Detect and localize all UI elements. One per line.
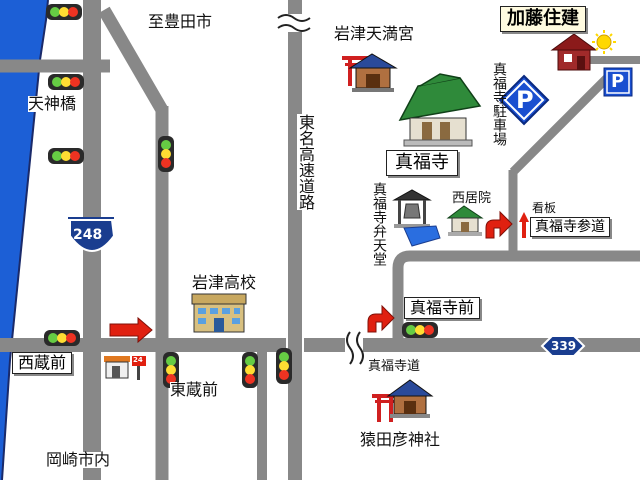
route-arrow-icon	[367, 304, 395, 333]
pond-icon	[403, 225, 441, 247]
store-number: 24	[133, 356, 143, 364]
school-icon	[191, 293, 247, 333]
company-name: 加藤住建	[500, 6, 586, 32]
label-tenjinbashi: 天神橋	[28, 94, 77, 113]
label-shinpukuji-parking: 真福寺駐車場	[491, 62, 507, 146]
bell-tower-icon	[392, 189, 432, 228]
road-diagonal	[98, 6, 168, 114]
route-248-number: 248	[73, 227, 103, 243]
route-arrow-icon	[485, 210, 513, 239]
traffic-light-icon	[158, 136, 174, 172]
label-shinpukuji-bentendo: 真福寺弁天堂	[371, 182, 387, 266]
convenience-store-icon	[104, 356, 146, 380]
tomei-expressway	[286, 0, 304, 480]
small-temple-icon	[446, 205, 484, 236]
label-shinpukuji: 真福寺	[386, 150, 458, 176]
traffic-light-icon	[163, 352, 179, 388]
parking-sign-icon	[498, 74, 550, 126]
shrine-building-icon	[348, 53, 398, 92]
label-nishikura-mae: 西蔵前	[12, 352, 73, 374]
river-bank	[1, 0, 49, 480]
label-shinpukuji-sando: 真福寺参道	[530, 217, 610, 237]
traffic-light-icon	[44, 330, 80, 346]
parking-letter: P	[611, 71, 625, 92]
label-toyota-direction: 至豊田市	[148, 12, 213, 31]
torii-icon	[372, 394, 398, 422]
label-sarutahiko-shrine: 猿田彦神社	[360, 430, 441, 449]
river	[0, 0, 48, 480]
label-saikyoin: 西居院	[452, 191, 492, 206]
shrine-building-icon	[386, 379, 434, 418]
traffic-light-icon	[402, 322, 438, 338]
label-shinpukuji-road: 真福寺道	[368, 359, 421, 374]
parking-sign-icon	[603, 67, 633, 97]
label-iwazu-tenmangu: 岩津天満宮	[334, 24, 415, 43]
label-okazaki-city: 岡崎市内	[46, 450, 111, 469]
traffic-light-icon	[48, 148, 84, 164]
label-signboard: 看板	[532, 201, 557, 215]
expressway-break	[275, 14, 315, 32]
parking-letter: P	[516, 86, 534, 114]
traffic-light-icon	[46, 4, 82, 20]
traffic-light-icon	[48, 74, 84, 90]
route-arrow-icon	[109, 316, 153, 344]
label-higashikura-mae: 東蔵前	[170, 380, 219, 399]
traffic-light-icon	[276, 348, 292, 384]
sun-icon	[592, 30, 616, 54]
route-339-shield-icon	[540, 335, 586, 357]
road-shinpukuji	[392, 250, 640, 345]
label-shinpukuji-mae: 真福寺前	[404, 297, 481, 319]
label-iwazu-high-school: 岩津高校	[192, 273, 257, 292]
label-tomei-expressway: 東名高速道路	[296, 114, 315, 210]
temple-icon	[398, 73, 482, 147]
route-339-number: 339	[551, 339, 577, 353]
road-break-main	[345, 330, 364, 365]
house-icon	[550, 33, 598, 71]
road-parking-diag	[509, 71, 614, 176]
traffic-light-icon	[242, 352, 258, 388]
up-arrow-icon	[519, 212, 529, 238]
route-248-shield-icon	[68, 217, 116, 252]
